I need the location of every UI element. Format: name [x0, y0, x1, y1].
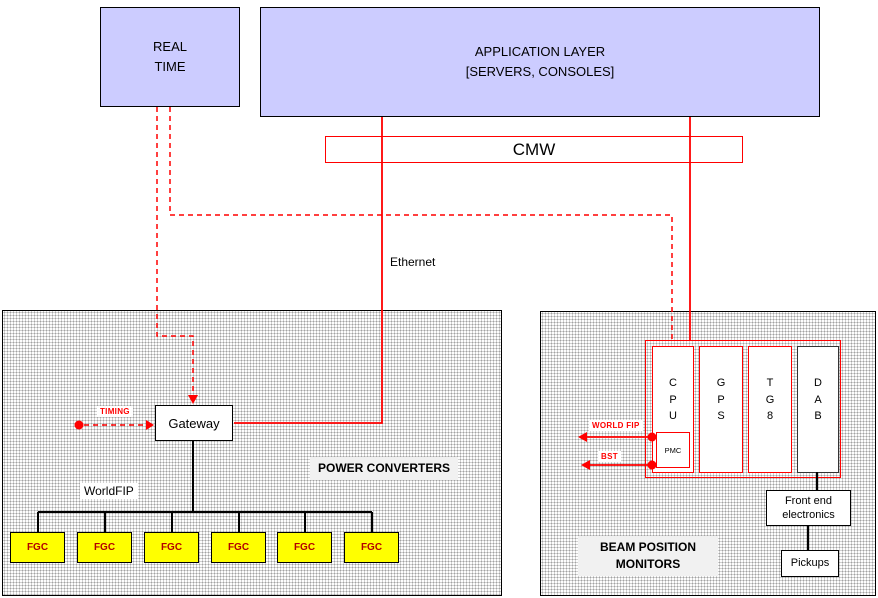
- real-time-label: REAL TIME: [153, 38, 187, 74]
- dab-board: D A B: [797, 346, 839, 473]
- fgc-node: FGC: [77, 532, 132, 563]
- cmw-label: CMW: [512, 139, 556, 159]
- fgc-label: FGC: [26, 542, 49, 553]
- fgc-label: FGC: [360, 542, 383, 553]
- tg8-board-label: T G 8: [765, 377, 775, 422]
- fgc-label: FGC: [160, 542, 183, 553]
- fgc-label: FGC: [227, 542, 250, 553]
- cmw-node: CMW: [325, 136, 743, 163]
- bst-label: BST: [598, 451, 621, 462]
- fgc-node: FGC: [344, 532, 399, 563]
- application-layer-label: APPLICATION LAYER [SERVERS, CONSOLES]: [465, 43, 615, 79]
- fgc-label: FGC: [293, 542, 316, 553]
- pmc-module: PMC: [656, 432, 690, 468]
- front-end-electronics-node: Front end electronics: [766, 490, 851, 526]
- worldfip-label: WorldFIP: [80, 483, 138, 499]
- dab-board-label: D A B: [814, 377, 822, 422]
- fgc-node: FGC: [211, 532, 266, 563]
- real-time-node: REAL TIME: [100, 7, 240, 107]
- pickups-node: Pickups: [781, 550, 839, 577]
- pickups-label: Pickups: [790, 557, 830, 570]
- power-converters-title: POWER CONVERTERS: [310, 457, 459, 480]
- gps-board: G P S: [699, 346, 743, 473]
- cpu-board: C P U PMC: [652, 346, 694, 473]
- gps-board-label: G P S: [716, 377, 726, 422]
- fgc-node: FGC: [10, 532, 65, 563]
- application-layer-node: APPLICATION LAYER [SERVERS, CONSOLES]: [260, 7, 820, 117]
- fgc-node: FGC: [277, 532, 332, 563]
- pmc-label: PMC: [664, 445, 682, 455]
- fgc-label: FGC: [93, 542, 116, 553]
- ethernet-label: Ethernet: [390, 255, 436, 269]
- timing-label: TIMING: [97, 406, 133, 417]
- cpu-board-label: C P U: [669, 377, 677, 422]
- fgc-node: FGC: [144, 532, 199, 563]
- world-fip-label: WORLD FIP: [589, 420, 643, 431]
- gateway-label: Gateway: [168, 415, 220, 431]
- gateway-node: Gateway: [155, 405, 233, 441]
- vme-crate: C P U PMC G P S T G 8 D A B: [645, 340, 841, 478]
- tg8-board: T G 8: [748, 346, 792, 473]
- beam-position-monitors-title: BEAM POSITION MONITORS: [578, 536, 718, 576]
